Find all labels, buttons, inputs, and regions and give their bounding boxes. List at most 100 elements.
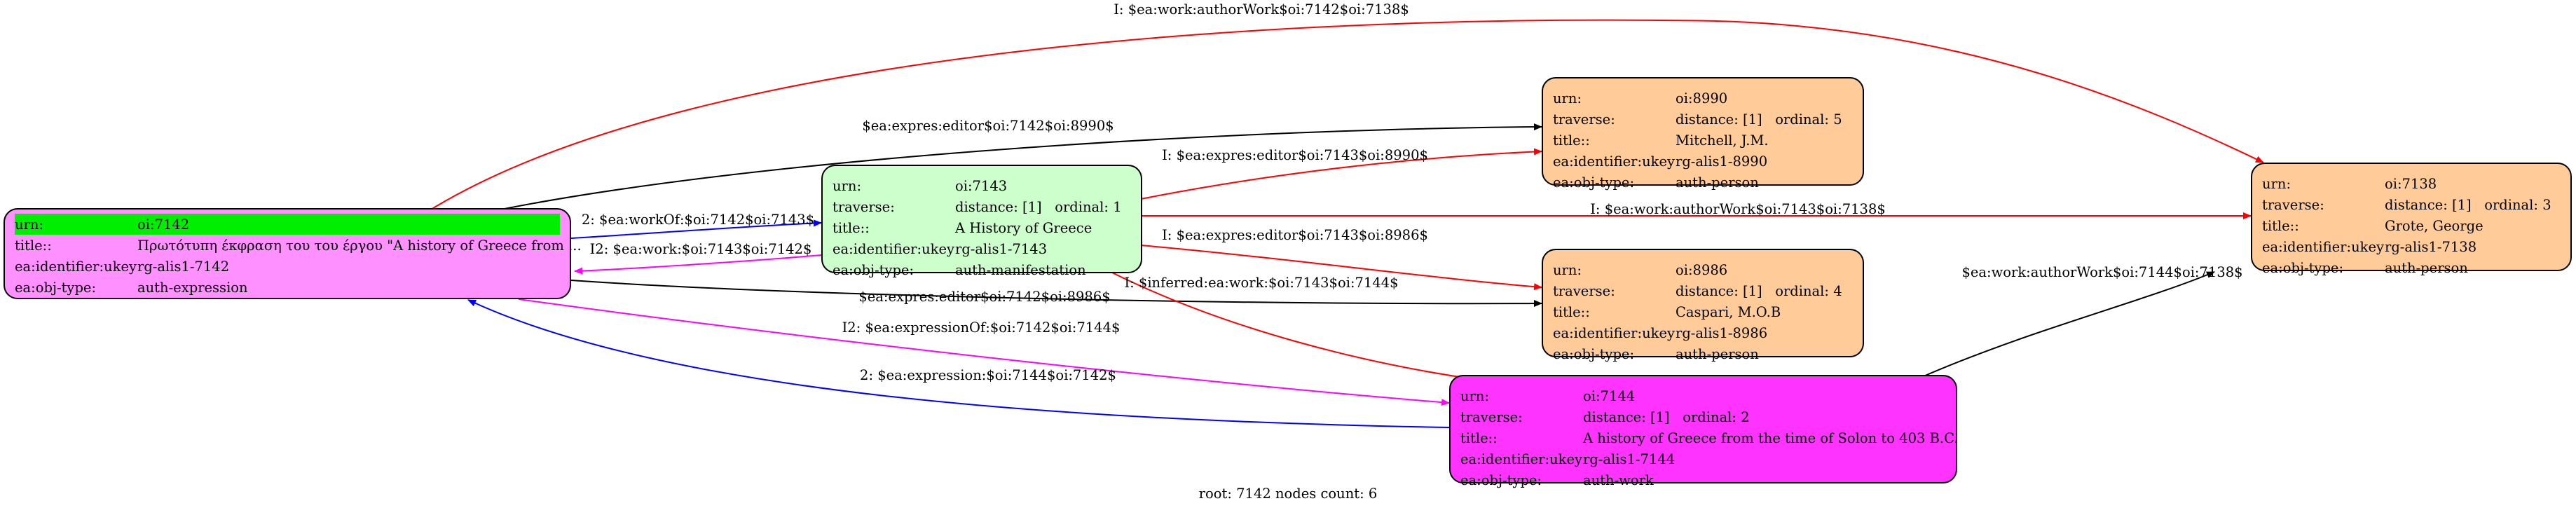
title-value: Grote, George (2385, 217, 2483, 234)
edge-7142-8986-editor (570, 280, 1542, 308)
title-key: title:: (833, 219, 870, 236)
edge-label-7144-7138: $ea:work:authorWork$oi:7144$oi:7138$ (1961, 264, 2242, 280)
edge-label-7142-7144: I2: $ea:expressionOf:$oi:7142$oi:7144$ (842, 320, 1121, 336)
identifier-key: ea:identifier:ukey (1553, 153, 1675, 170)
node-traverse-row: traverse:distance: [1] ordinal: 4 (1553, 280, 1853, 301)
edge-label-7144-7142: 2: $ea:expression:$oi:7144$oi:7142$ (860, 367, 1116, 383)
type-value: auth-manifestation (955, 261, 1086, 278)
identifier-value: rg-alis1-7144 (1583, 451, 1676, 467)
edge-7143-8990-editor (1140, 148, 1542, 200)
urn-key: urn: (15, 216, 44, 233)
node-oi-7143[interactable]: urn: oi:7143 traverse: distance: [1] ordin… (821, 165, 1142, 278)
node-urn-row: urn: oi:8990 (1553, 88, 1853, 109)
node-oi-7142[interactable]: urn: oi:7142 title::Πρωτότυπη έκφραση του… (4, 208, 582, 299)
traverse-key: traverse: (2262, 196, 2324, 213)
edge-7142-7144-expressionof (518, 298, 1450, 406)
edge-label-7142-8990: $ea:expres:editor$oi:7142$oi:8990$ (862, 118, 1114, 134)
traverse-key: traverse: (1553, 282, 1615, 299)
identifier-key: ea:identifier:ukey (1553, 324, 1675, 341)
edge-label-7143-7138: I: $ea:work:authorWork$oi:7143$oi:7138$ (1590, 201, 1886, 217)
urn-key: urn: (2262, 175, 2291, 192)
node-type-row: ea:obj-type: auth-person (1553, 172, 1853, 193)
title-value: Πρωτότυπη έκφραση του του έργου "A histo… (137, 237, 582, 254)
node-traverse-row: traverse: distance: [1] ordinal: 3 (2262, 194, 2561, 215)
distance-value: distance: [1] (1676, 111, 1762, 128)
title-value: Mitchell, J.M. (1676, 132, 1769, 149)
node-urn-row: urn: oi:8986 (1553, 259, 1853, 280)
node-oi-7144[interactable]: urn:oi:7144 traverse:distance: [1] ordin… (1449, 375, 1959, 488)
node-oi-7138[interactable]: urn:oi:7138 traverse:distance: [1] ordin… (2251, 163, 2572, 276)
edge-7143-7144-inferred (1110, 271, 1484, 383)
identifier-value: rg-alis1-7138 (2385, 238, 2477, 255)
node-traverse-row: traverse:distance: [1] ordinal: 5 (1553, 109, 1853, 130)
traverse-key: traverse: (1553, 111, 1615, 128)
ordinal-value: ordinal: 2 (1683, 409, 1750, 425)
node-urn-row: urn: oi:7143 (833, 175, 1131, 196)
edge-label-7143-8990: I: $ea:expres:editor$oi:7143$oi:8990$ (1162, 147, 1428, 163)
type-value: auth-person (2385, 259, 2468, 276)
node-traverse-row: traverse: distance: [1] ordinal: 1 (833, 196, 1131, 217)
identifier-value: rg-alis1-7142 (137, 258, 230, 275)
distance-value: distance: [1] (955, 198, 1042, 215)
edge-7142-7138-authorwork (427, 19, 2264, 212)
urn-value: oi:8990 (1676, 90, 1728, 107)
type-value: auth-person (1676, 174, 1759, 191)
ordinal-value: ordinal: 1 (1055, 198, 1122, 215)
graph-footer: root: 7142 nodes count: 6 (1198, 486, 1378, 502)
node-oi-8986[interactable]: urn: oi:8986 traverse:distance: [1] ordin… (1542, 249, 1864, 362)
ordinal-value: ordinal: 3 (2484, 196, 2551, 213)
edge-7144-7138-authorwork (1923, 271, 2215, 377)
identifier-key: ea:identifier:ukey (15, 258, 137, 275)
urn-value: oi:7142 (137, 216, 190, 233)
type-key: ea:obj-type: (15, 279, 97, 296)
node-urn-row: urn: oi:7142 (15, 214, 560, 235)
urn-key: urn: (1553, 261, 1582, 278)
urn-value: oi:8986 (1676, 261, 1728, 278)
identifier-key: ea:identifier:ukey (2262, 238, 2384, 255)
urn-key: urn: (1553, 90, 1582, 107)
type-key: ea:obj-type: (1553, 174, 1635, 191)
urn-key: urn: (833, 177, 862, 194)
title-value: A history of Greece from the time of Sol… (1583, 430, 1959, 446)
node-urn-row: urn: oi:7144 (1460, 385, 1946, 406)
node-title-row: title::Grote, George (2262, 215, 2561, 236)
urn-value: oi:7144 (1583, 387, 1636, 404)
identifier-key: ea:identifier:ukey (1460, 451, 1582, 467)
node-type-row: ea:obj-type: auth-expression (15, 277, 560, 298)
edge-7144-7142-expression (467, 299, 1450, 428)
ordinal-value: ordinal: 4 (1775, 282, 1842, 299)
urn-key: urn: (1460, 387, 1490, 404)
title-value: A History of Greece (955, 219, 1092, 236)
edge-label-7143-7144: I: $inferred:ea:work:$oi:7143$oi:7144$ (1124, 275, 1398, 291)
distance-value: distance: [1] (2385, 196, 2472, 213)
node-title-row: title::Πρωτότυπη έκφραση του του έργου "… (15, 235, 582, 256)
edge-7143-7142-work (574, 254, 822, 275)
node-title-row: title::Mitchell, J.M. (1553, 130, 1853, 151)
identifier-value: rg-alis1-8990 (1676, 153, 1768, 170)
type-value: auth-work (1583, 472, 1654, 488)
distance-value: distance: [1] (1583, 409, 1670, 425)
type-value: auth-person (1676, 345, 1759, 362)
edge-label-7143-7142: I2: $ea:work:$oi:7143$oi:7142$ (590, 241, 812, 257)
title-key: title:: (1460, 430, 1498, 446)
title-value: Caspari, M.O.B (1676, 303, 1781, 320)
title-key: title:: (15, 237, 52, 254)
identifier-value: rg-alis1-8986 (1676, 324, 1768, 341)
edge-label-7143-8986: I: $ea:expres:editor$oi:7143$oi:8986$ (1162, 227, 1428, 243)
edge-label-7142-7138: I: $ea:work:authorWork$oi:7142$oi:7138$ (1114, 1, 1409, 18)
node-type-row: ea:obj-type:auth-person (1553, 343, 1853, 364)
traverse-key: traverse: (833, 198, 895, 215)
edge-label-7142-7143: 2: $ea:workOf:$oi:7142$oi:7143$ (582, 212, 814, 228)
title-key: title:: (1553, 132, 1590, 149)
urn-value: oi:7143 (955, 177, 1008, 194)
type-value: auth-expression (137, 279, 248, 296)
type-key: ea:obj-type: (2262, 259, 2344, 276)
type-key: ea:obj-type: (833, 261, 914, 278)
identifier-value: rg-alis1-7143 (955, 240, 1048, 257)
node-oi-8990[interactable]: urn:oi:8990 traverse:distance: [1] ordin… (1542, 77, 1864, 191)
